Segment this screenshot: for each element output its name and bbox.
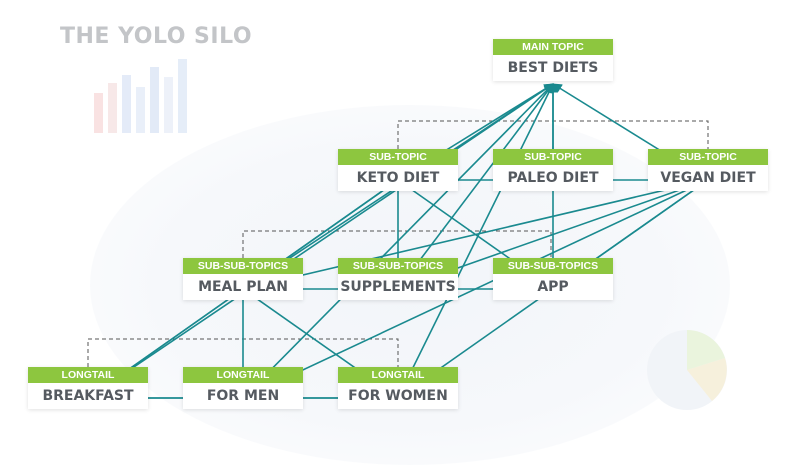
node-label: SUPPLEMENTS [340, 279, 456, 295]
node-tag: LONGTAIL [28, 367, 148, 383]
node-label: VEGAN DIET [660, 170, 756, 186]
node-tag: SUB-TOPIC [648, 149, 768, 165]
page-title: THE YOLO SILO [60, 24, 253, 49]
dashed-outline-subsubtopics [242, 230, 552, 258]
node-vegan-diet[interactable]: SUB-TOPIC VEGAN DIET [648, 149, 768, 191]
node-label: APP [537, 279, 569, 295]
node-label: FOR WOMEN [348, 388, 448, 404]
node-main-topic[interactable]: MAIN TOPIC BEST DIETS [493, 39, 613, 81]
node-for-men[interactable]: LONGTAIL FOR MEN [183, 367, 303, 409]
node-label: MEAL PLAN [198, 279, 288, 295]
node-meal-plan[interactable]: SUB-SUB-TOPICS MEAL PLAN [183, 258, 303, 300]
node-label: KETO DIET [356, 170, 440, 186]
link-vegan-meal [242, 177, 709, 292]
node-tag: LONGTAIL [338, 367, 458, 383]
node-tag: MAIN TOPIC [493, 39, 613, 55]
node-tag: SUB-SUB-TOPICS [493, 258, 613, 274]
node-label: PALEO DIET [507, 170, 599, 186]
node-paleo-diet[interactable]: SUB-TOPIC PALEO DIET [493, 149, 613, 191]
link-main-break [87, 83, 554, 399]
node-tag: LONGTAIL [183, 367, 303, 383]
node-tag: SUB-SUB-TOPICS [183, 258, 303, 274]
node-label: BREAKFAST [42, 388, 134, 404]
node-tag: SUB-TOPIC [338, 149, 458, 165]
node-app[interactable]: SUB-SUB-TOPICS APP [493, 258, 613, 300]
node-label: FOR MEN [206, 388, 280, 404]
node-supplements[interactable]: SUB-SUB-TOPICS SUPPLEMENTS [338, 258, 458, 300]
node-for-women[interactable]: LONGTAIL FOR WOMEN [338, 367, 458, 409]
node-tag: SUB-SUB-TOPICS [338, 258, 458, 274]
node-tag: SUB-TOPIC [493, 149, 613, 165]
node-keto-diet[interactable]: SUB-TOPIC KETO DIET [338, 149, 458, 191]
node-breakfast[interactable]: LONGTAIL BREAKFAST [28, 367, 148, 409]
node-label: BEST DIETS [507, 60, 599, 76]
